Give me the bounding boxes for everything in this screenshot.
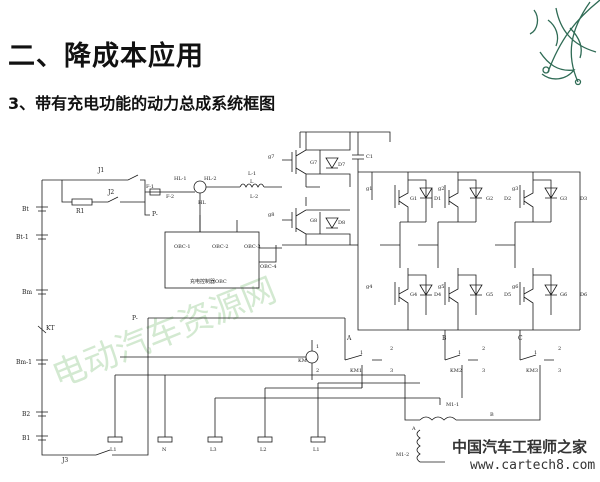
label-terminal-l2: L2 <box>260 447 267 453</box>
label-terminal-n: N <box>162 447 167 453</box>
label-b1: B1 <box>22 435 30 442</box>
wiring <box>36 131 581 463</box>
label-km3: KM3 <box>526 368 538 374</box>
label-hl1: HL-1 <box>174 176 187 182</box>
label-p-bottom: P- <box>132 315 138 322</box>
label-obc1: OBC-1 <box>174 244 191 250</box>
label-j3: J3 <box>61 457 68 464</box>
label-obc3: OBC-3 <box>244 244 261 250</box>
label-D2: D2 <box>504 196 511 202</box>
label-kt: KT <box>46 325 54 332</box>
brand-watermark-url: www.cartech8.com <box>470 458 596 473</box>
label-g5-gate: g5 <box>438 284 444 290</box>
label-km2: KM2 <box>450 368 462 374</box>
label-km: KM <box>298 358 307 364</box>
label-km3-pin2: 2 <box>558 346 561 352</box>
label-p-top: P- <box>152 211 158 218</box>
label-j2: J2 <box>107 189 114 196</box>
label-phase-a: A <box>346 335 352 342</box>
label-m12: M1-2 <box>396 452 409 458</box>
label-D6: D6 <box>580 292 587 298</box>
label-G4: G4 <box>410 292 417 298</box>
label-hl: HL <box>198 200 206 206</box>
diagram-labels: J1 J2 R1 J3 F-1 F-2 P- P- Bt Bt-1 Bm KT … <box>16 154 587 464</box>
label-g2-gate: g2 <box>438 186 444 192</box>
label-G5: G5 <box>486 292 493 298</box>
label-obc2: OBC-2 <box>212 244 229 250</box>
label-km-pin1: 1 <box>316 344 319 350</box>
label-km1: KM1 <box>350 368 362 374</box>
label-g4-gate: g4 <box>366 284 372 290</box>
label-G1: G1 <box>410 196 417 202</box>
label-G3: G3 <box>560 196 567 202</box>
label-obc-box: 充电控制器OBC <box>190 278 227 285</box>
label-j1: J1 <box>97 167 104 174</box>
label-terminal-l1: L1 <box>110 447 117 453</box>
label-bt: Bt <box>22 206 29 213</box>
label-D4: D4 <box>434 292 441 298</box>
label-l1: L-1 <box>248 171 256 177</box>
label-r1: R1 <box>76 208 84 215</box>
label-km1-pin3: 3 <box>390 368 393 374</box>
label-g7: g7 <box>268 154 274 160</box>
label-g8: g8 <box>268 212 274 218</box>
label-l2: L-2 <box>250 194 258 200</box>
label-g1-gate: g1 <box>366 186 372 192</box>
label-km2-pin3: 3 <box>482 368 485 374</box>
label-motor-b: B <box>490 412 494 418</box>
label-m11: M1-1 <box>446 402 459 408</box>
label-D3: D3 <box>580 196 587 202</box>
label-km-pin2: 2 <box>316 368 319 374</box>
label-f2: F-2 <box>166 194 174 200</box>
label-c1: C1 <box>366 154 373 160</box>
label-G2: G2 <box>486 196 493 202</box>
label-km2-pin2: 2 <box>482 346 485 352</box>
label-terminal-l3: L3 <box>210 447 217 453</box>
label-g7-igbt: G7 <box>310 160 317 166</box>
label-obc4: OBC-4 <box>260 264 277 270</box>
label-d8: D8 <box>338 220 345 226</box>
slide-title: 二、降成本应用 <box>8 41 204 72</box>
label-km3-pin3: 3 <box>558 368 561 374</box>
brand-watermark-name: 中国汽车工程师之家 <box>452 438 588 456</box>
label-motor-a: A <box>411 426 416 432</box>
label-b2: B2 <box>22 411 30 418</box>
label-phase-c: C <box>518 335 523 342</box>
label-bm: Bm <box>22 289 32 296</box>
label-g8-igbt: G8 <box>310 218 317 224</box>
label-hl2: HL-2 <box>204 176 217 182</box>
slide-subtitle: 3、带有充电功能的动力总成系统框图 <box>8 94 276 113</box>
label-G6: G6 <box>560 292 567 298</box>
label-d7: D7 <box>338 162 345 168</box>
label-km2-pin1: 1 <box>458 350 461 356</box>
label-D1: D1 <box>434 196 441 202</box>
label-bm1: Bm-1 <box>16 359 32 366</box>
label-km3-pin1: 1 <box>534 350 537 356</box>
label-km1-pin2: 2 <box>390 346 393 352</box>
label-g3-gate: g3 <box>512 186 518 192</box>
label-f1: F-1 <box>146 184 154 190</box>
corner-ornament-icon <box>529 0 600 86</box>
label-km1-pin1: 1 <box>360 350 363 356</box>
label-phase-b: B <box>442 335 447 342</box>
watermark-text: 电动汽车资源网 <box>46 270 282 396</box>
label-g6-gate: g6 <box>512 284 518 290</box>
label-bt1: Bt-1 <box>16 234 29 241</box>
label-l: L <box>250 179 254 185</box>
label-D5: D5 <box>504 292 511 298</box>
label-terminal-l1b: L1 <box>313 447 320 453</box>
